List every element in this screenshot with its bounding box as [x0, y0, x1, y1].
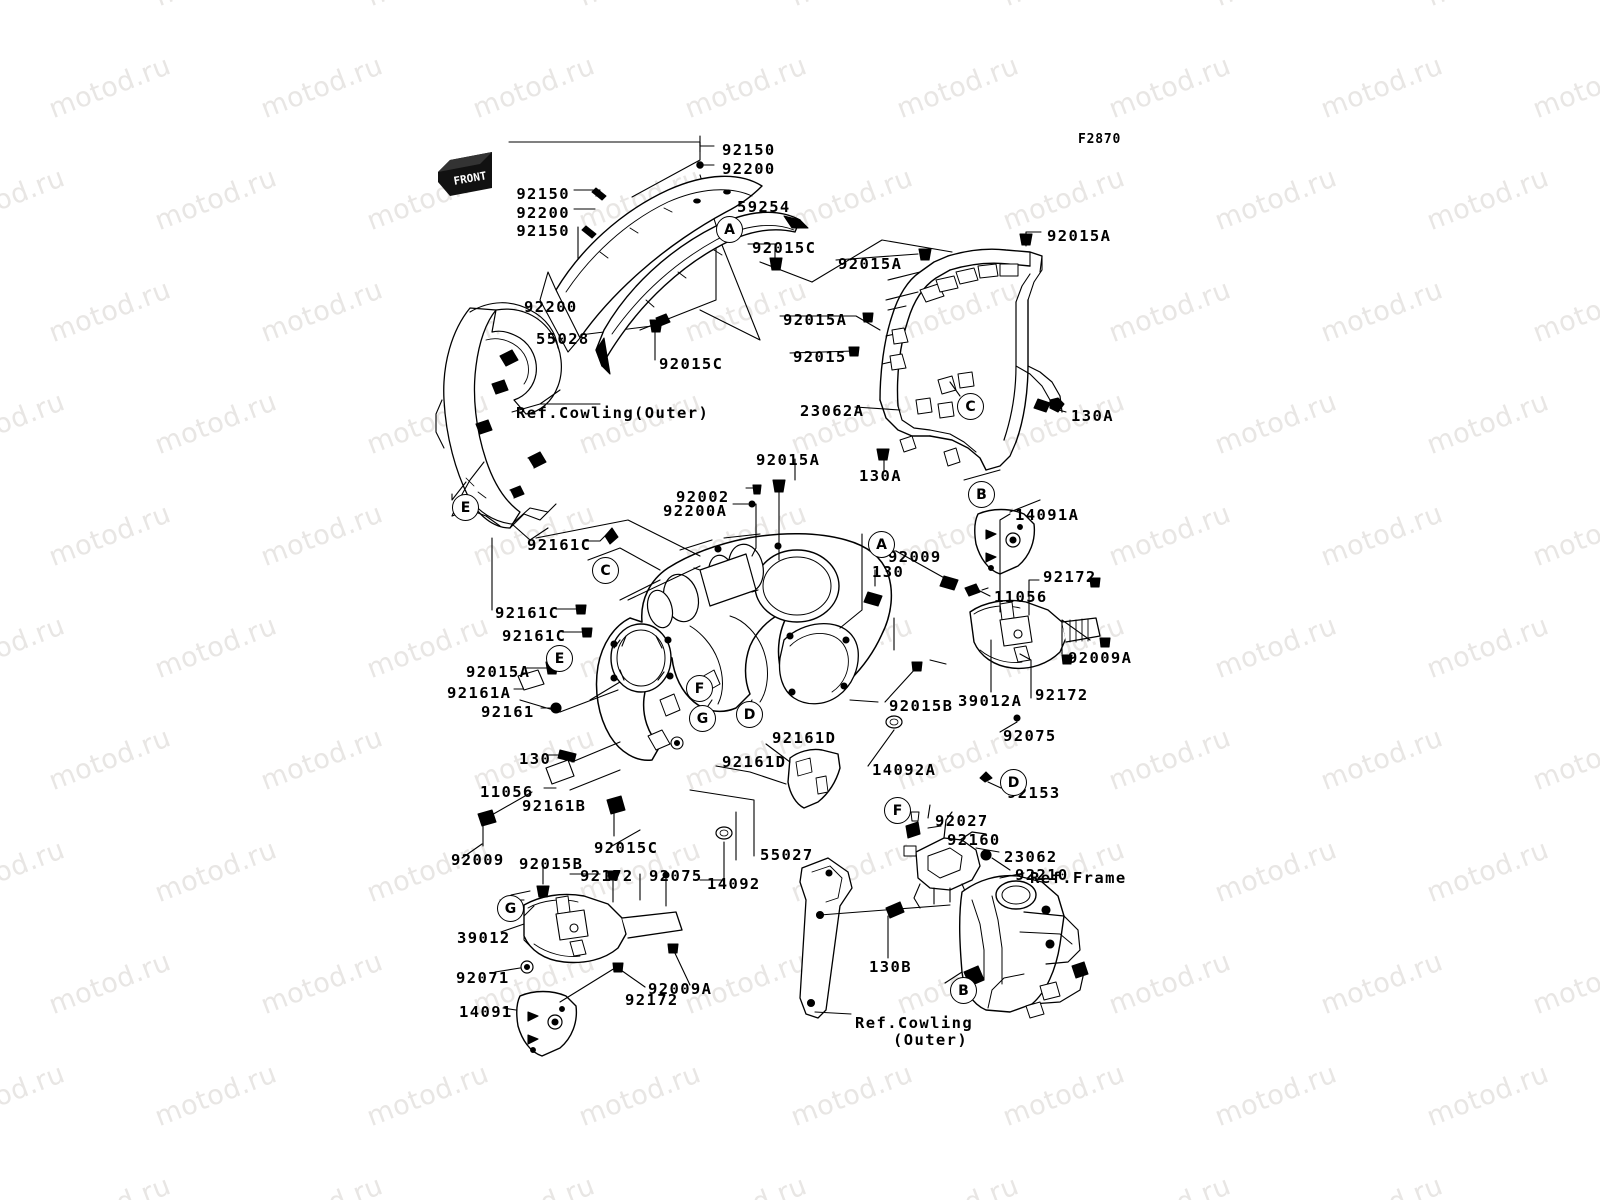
part-number-label[interactable]: 92161B: [522, 797, 587, 815]
part-number-label[interactable]: 92015C: [594, 839, 659, 857]
part-number-label[interactable]: 92150: [722, 141, 776, 159]
part-number-label[interactable]: 92009: [451, 851, 505, 869]
part-number-label[interactable]: 92172: [580, 867, 634, 885]
part-number-label[interactable]: 92015A: [783, 311, 848, 329]
part-number-label[interactable]: 92009A: [1068, 649, 1133, 667]
part-number-label[interactable]: 92015A: [838, 255, 903, 273]
reference-balloon[interactable]: B: [968, 481, 995, 508]
reference-balloon[interactable]: D: [736, 701, 763, 728]
part-number-label[interactable]: 92150: [516, 185, 570, 203]
part-number-label[interactable]: 14092: [707, 875, 761, 893]
reference-balloon[interactable]: B: [950, 977, 977, 1004]
reference-balloon[interactable]: G: [689, 705, 716, 732]
part-number-label[interactable]: 92075: [649, 867, 703, 885]
part-number-label[interactable]: 59254: [737, 198, 791, 216]
part-number-label[interactable]: 92161C: [527, 536, 592, 554]
part-number-label[interactable]: 92015: [793, 348, 847, 366]
part-number-label[interactable]: 92161D: [722, 753, 787, 771]
part-number-label[interactable]: 130: [872, 563, 905, 581]
part-number-label[interactable]: 92172: [1035, 686, 1089, 704]
part-number-label[interactable]: 92150: [516, 222, 570, 240]
part-number-label[interactable]: 11056: [994, 588, 1048, 606]
reference-balloon[interactable]: G: [497, 895, 524, 922]
part-number-label[interactable]: 92210: [1015, 866, 1069, 884]
reference-label[interactable]: Ref.Cowling(Outer): [516, 404, 710, 422]
reference-balloon[interactable]: E: [452, 494, 479, 521]
part-number-label[interactable]: 130A: [1071, 407, 1114, 425]
part-number-label[interactable]: 92027: [935, 812, 989, 830]
part-number-label[interactable]: 92200: [516, 204, 570, 222]
part-number-label[interactable]: 92009A: [648, 980, 713, 998]
part-number-label[interactable]: 14092A: [872, 761, 937, 779]
reference-balloon[interactable]: C: [592, 557, 619, 584]
part-number-label[interactable]: 92161A: [447, 684, 512, 702]
part-number-label[interactable]: 92161C: [502, 627, 567, 645]
reference-balloon[interactable]: A: [716, 216, 743, 243]
part-number-label[interactable]: 14091: [459, 1003, 513, 1021]
part-number-label[interactable]: 92172: [1043, 568, 1097, 586]
part-number-label[interactable]: 130: [519, 750, 552, 768]
part-number-label[interactable]: 92161: [481, 703, 535, 721]
part-number-label[interactable]: 23062A: [800, 402, 865, 420]
part-number-label[interactable]: 92009: [888, 548, 942, 566]
part-number-label[interactable]: 55028: [536, 330, 590, 348]
part-number-label[interactable]: 92015A: [756, 451, 821, 469]
reference-balloon[interactable]: A: [868, 531, 895, 558]
part-number-label[interactable]: 92015B: [519, 855, 584, 873]
part-number-label[interactable]: 92015B: [889, 697, 954, 715]
reference-balloon[interactable]: E: [546, 645, 573, 672]
reference-balloon[interactable]: D: [1000, 769, 1027, 796]
part-number-label[interactable]: 55027: [760, 846, 814, 864]
part-number-label[interactable]: 92015A: [1047, 227, 1112, 245]
reference-balloon[interactable]: C: [957, 393, 984, 420]
reference-balloon[interactable]: F: [884, 797, 911, 824]
part-number-label[interactable]: 92071: [456, 969, 510, 987]
reference-balloon[interactable]: F: [686, 675, 713, 702]
reference-label[interactable]: (Outer): [893, 1031, 969, 1049]
front-direction-badge: FRONT: [438, 152, 492, 196]
part-number-label[interactable]: 39012: [457, 929, 511, 947]
part-number-label[interactable]: 92161C: [495, 604, 560, 622]
part-number-label[interactable]: 92200: [722, 160, 776, 178]
part-number-label[interactable]: 92002: [676, 488, 730, 506]
part-number-label[interactable]: 92200: [524, 298, 578, 316]
part-number-label[interactable]: 92015C: [752, 239, 817, 257]
reference-label[interactable]: Ref.Frame: [1030, 869, 1127, 887]
part-number-label[interactable]: 92161D: [772, 729, 837, 747]
front-badge-text: FRONT: [453, 169, 488, 188]
reference-label[interactable]: Ref.Cowling: [855, 1014, 974, 1032]
part-number-label[interactable]: 130A: [859, 467, 902, 485]
part-number-label[interactable]: 130B: [869, 958, 912, 976]
part-number-label[interactable]: 92160: [947, 831, 1001, 849]
part-number-label[interactable]: 14091A: [1015, 506, 1080, 524]
part-number-label[interactable]: 92172: [625, 991, 679, 1009]
part-number-label[interactable]: 92075: [1003, 727, 1057, 745]
diagram-code: F2870: [1078, 132, 1122, 147]
part-number-label[interactable]: 11056: [480, 783, 534, 801]
part-number-label[interactable]: 92015A: [466, 663, 531, 681]
part-number-label[interactable]: 39012A: [958, 692, 1023, 710]
part-number-label[interactable]: 92015C: [659, 355, 724, 373]
part-number-label[interactable]: 23062: [1004, 848, 1058, 866]
part-number-label[interactable]: 92200A: [663, 502, 728, 520]
